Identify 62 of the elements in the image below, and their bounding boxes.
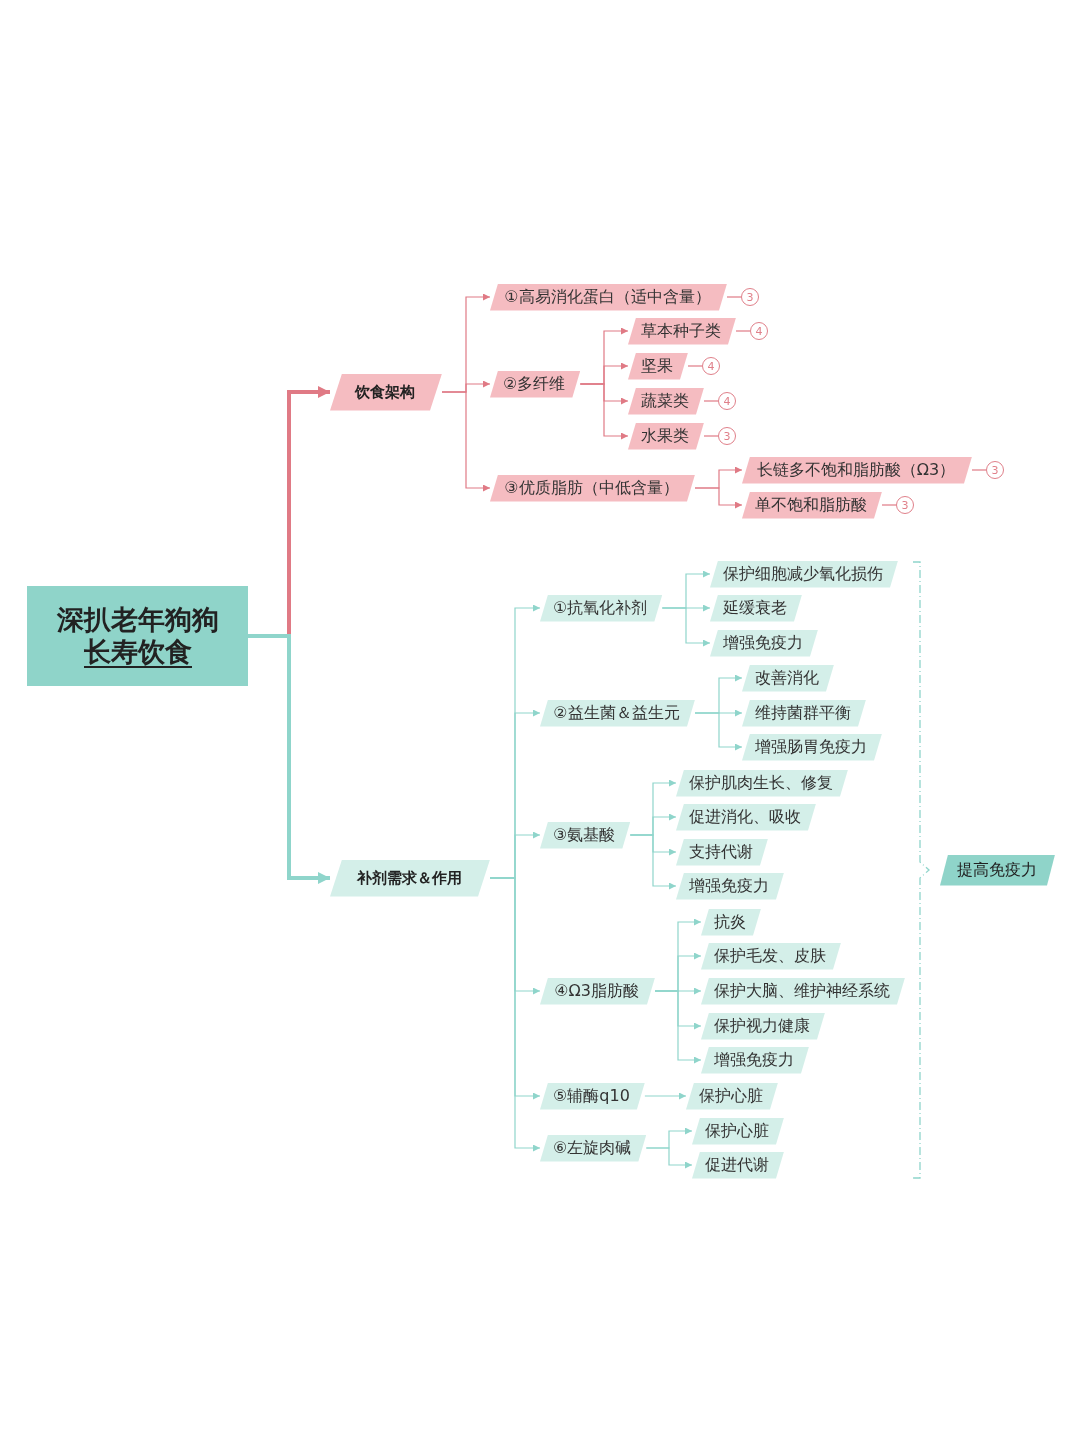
subtopic-box: ⑤辅酶q10 (540, 1082, 645, 1110)
connector-line (703, 400, 719, 402)
leaf-box: 增强免疫力 (701, 1046, 809, 1074)
leaf-box: 保护肌肉生长、修复 (676, 769, 848, 797)
leaf-box: 保护心脏 (686, 1082, 778, 1110)
leaf-box: 保护大脑、维护神经系统 (701, 977, 905, 1005)
number-circle: 3 (741, 288, 759, 306)
leaf-box: 水果类 (628, 422, 704, 450)
number-circle: 3 (718, 427, 736, 445)
leaf-box: 保护心脏 (692, 1117, 784, 1145)
branch-box: 补剂需求＆作用 (330, 859, 490, 897)
branch-box: 饮食架构 (330, 373, 442, 411)
connector-line (703, 435, 719, 437)
subtopic-box: ③优质脂肪（中低含量） (490, 474, 695, 502)
arrow (645, 1147, 693, 1169)
leaf-box: 增强免疫力 (676, 872, 784, 900)
leaf-box: 单不饱和脂肪酸 (742, 491, 882, 519)
leaf-box: 促进代谢 (692, 1151, 784, 1179)
leaf-box: 保护细胞减少氧化损伤 (710, 560, 898, 588)
arrow (579, 383, 629, 440)
arrow (694, 487, 743, 509)
arrow (489, 877, 541, 1152)
subtopic-box: ①抗氧化补剂 (540, 594, 663, 622)
leaf-box: 蔬菜类 (628, 387, 704, 415)
number-circle: 4 (750, 322, 768, 340)
number-circle: 3 (896, 496, 914, 514)
summary-box: 提高免疫力 (940, 854, 1055, 886)
connector-line (726, 296, 742, 298)
number-circle: 4 (702, 357, 720, 375)
arrow (654, 990, 702, 1064)
leaf-box: 支持代谢 (676, 838, 768, 866)
leaf-box: 延缓衰老 (710, 594, 802, 622)
connector-line (687, 365, 703, 367)
subtopic-box: ②多纤维 (490, 370, 581, 398)
subtopic-box: ⑥左旋肉碱 (540, 1134, 647, 1162)
leaf-box: 保护视力健康 (701, 1012, 825, 1040)
leaf-box: 维持菌群平衡 (742, 699, 866, 727)
connector-line (971, 469, 987, 471)
leaf-box: 保护毛发、皮肤 (701, 942, 841, 970)
subtopic-box: ③氨基酸 (540, 821, 631, 849)
leaf-box: 草本种子类 (628, 317, 736, 345)
leaf-box: 促进消化、吸收 (676, 803, 816, 831)
leaf-box: 增强免疫力 (710, 629, 818, 657)
subtopic-box: ②益生菌＆益生元 (540, 699, 695, 727)
arrow (694, 712, 743, 751)
arrow (248, 634, 330, 884)
arrow (441, 391, 491, 492)
leaf-box: 抗炎 (701, 908, 761, 936)
arrow (661, 607, 711, 647)
leaf-box: ①高易消化蛋白（适中含量） (490, 283, 727, 311)
leaf-box: 坚果 (628, 352, 688, 380)
connector-line (881, 504, 897, 506)
connector-line (735, 330, 751, 332)
number-circle: 4 (718, 392, 736, 410)
number-circle: 3 (986, 461, 1004, 479)
subtopic-box: ④Ω3脂肪酸 (540, 977, 655, 1005)
arrow (644, 1092, 687, 1100)
leaf-box: 长链多不饱和脂肪酸（Ω3） (742, 456, 972, 484)
main-topic-box: 深扒老年狗狗长寿饮食 (27, 586, 248, 686)
leaf-box: 增强肠胃免疫力 (742, 733, 882, 761)
leaf-box: 改善消化 (742, 664, 834, 692)
arrow (629, 834, 677, 890)
